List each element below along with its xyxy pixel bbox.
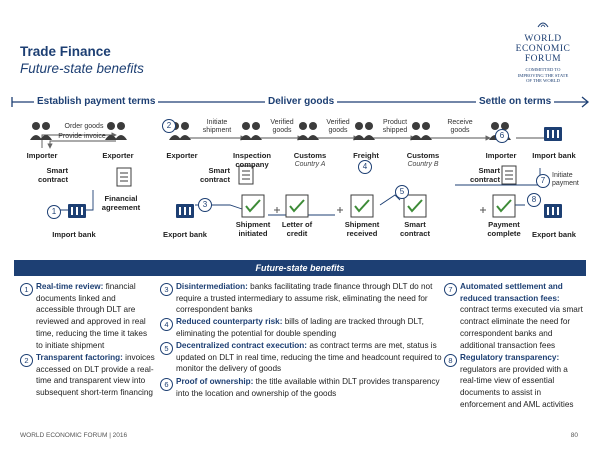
benefit-number: 8: [444, 354, 457, 367]
plus-icon: [480, 207, 486, 213]
benefit-item-3: Disintermediation: banks facilitating tr…: [176, 282, 433, 315]
page-subtitle: Future-state benefits: [20, 61, 144, 76]
benefit-item-4: Reduced counterparty risk: bills of ladi…: [176, 317, 424, 338]
import-bank-top-label: Import bank: [532, 151, 576, 160]
benefit-item-6: Proof of ownership: the title available …: [176, 377, 440, 398]
import-bank-bottom-icon: [68, 204, 86, 218]
customs-a-icon: [297, 122, 319, 140]
importer-label: Importer: [26, 151, 58, 160]
benefit-item-1: Real-time review: financial documents li…: [36, 282, 148, 350]
shipment-initiated-doc-icon: [241, 194, 265, 218]
marker-6: 6: [495, 129, 509, 143]
phase-settle: Settle on terms: [476, 96, 555, 107]
benefit-number: 5: [160, 342, 173, 355]
exporter-label: Exporter: [102, 151, 134, 160]
wef-logo: WORLD ECONOMIC FORUM COMMITTED TO IMPROV…: [508, 16, 578, 84]
benefit-number: 6: [160, 378, 173, 391]
freight-label: Freight: [353, 151, 379, 160]
country-a-label: Country A: [294, 161, 326, 168]
provide-invoice-label: Provide invoice: [58, 133, 106, 140]
inspection-company-icon: [240, 122, 262, 140]
benefit-number: 3: [160, 283, 173, 296]
smart-contract-doc-icon: [501, 165, 517, 185]
customs-b-label: Customs: [406, 151, 440, 160]
order-goods-label: Order goods: [64, 123, 104, 130]
footer-source: WORLD ECONOMIC FORUM | 2016: [20, 432, 128, 439]
importer-2-label: Importer: [485, 151, 517, 160]
wef-tagline-line: OF THE WORLD: [526, 78, 560, 83]
marker-2: 2: [162, 119, 176, 133]
country-b-label: Country B: [407, 161, 439, 168]
benefit-number: 4: [160, 318, 173, 331]
wef-logo-arc: [537, 22, 549, 28]
order-goods-arrow: [41, 132, 117, 148]
export-bank-1-icon: [176, 204, 194, 218]
import-bank-bottom-label: Import bank: [52, 230, 96, 239]
page-title: Trade Finance: [20, 44, 111, 59]
smart-contract-doc-icon: [116, 167, 132, 187]
smart-contract-bottom-doc-icon: [403, 194, 427, 218]
benefit-item-5: Decentralized contract execution: as con…: [176, 341, 442, 374]
benefit-item-8: Regulatory transparency: regulators are …: [460, 353, 574, 409]
freight-icon: [353, 122, 375, 140]
marker-3: 3: [198, 198, 212, 212]
page-number: 80: [570, 432, 578, 439]
plus-icon: [274, 207, 280, 213]
customs-b-icon: [410, 122, 432, 140]
benefits-panel-heading: Future-state benefits: [14, 260, 586, 276]
benefit-item-7: Automated settlement and reduced transac…: [460, 282, 583, 350]
marker-8: 8: [527, 193, 541, 207]
export-bank-1-label: Export bank: [163, 230, 207, 239]
plus-icon: [337, 207, 343, 213]
wef-tagline-line: IMPROVING THE STATE: [517, 72, 569, 78]
import-bank-top-icon: [544, 127, 562, 141]
customs-a-label: Customs: [293, 151, 327, 160]
phase-deliver: Deliver goods: [265, 96, 338, 107]
benefit-number: 2: [20, 354, 33, 367]
export-bank-2-icon: [544, 204, 562, 218]
wef-name-line: ECONOMIC: [515, 44, 571, 54]
marker-7: 7: [536, 174, 550, 188]
provide-invoice-arrow: [47, 140, 116, 149]
benefit-number: 1: [20, 283, 33, 296]
payment-complete-doc-icon: [492, 194, 516, 218]
benefit-number: 7: [444, 283, 457, 296]
exporter-2-label: Exporter: [166, 151, 198, 160]
marker-4: 4: [358, 160, 372, 174]
wef-tagline-line: COMMITTED TO: [525, 67, 561, 72]
wef-name-line: FORUM: [524, 54, 562, 64]
benefit-item-2: Transparent factoring: invoices accessed…: [36, 353, 155, 398]
marker-1: 1: [47, 205, 61, 219]
shipment-received-doc-icon: [350, 194, 374, 218]
phase-establish: Establish payment terms: [34, 96, 159, 107]
smart-contract-doc-icon: [238, 165, 254, 185]
wef-name-line: WORLD: [524, 34, 562, 44]
exporter-icon: [105, 122, 127, 140]
marker-5: 5: [395, 185, 409, 199]
importer-icon: [30, 122, 52, 140]
letter-of-credit-doc-icon: [285, 194, 309, 218]
export-bank-2-label: Export bank: [532, 230, 576, 239]
